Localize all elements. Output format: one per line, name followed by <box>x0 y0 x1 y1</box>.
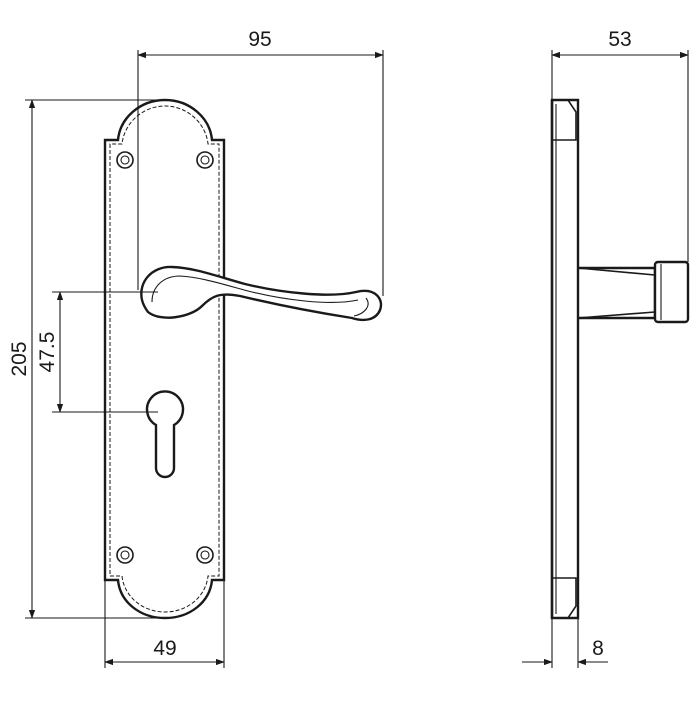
lever-handle-edge <box>151 275 359 303</box>
lever-neck-taper <box>577 267 656 319</box>
dim-label-53: 53 <box>608 28 631 51</box>
dim-overall-depth: 53 <box>551 28 689 262</box>
dimension-lines: 95 53 205 47.5 49 <box>8 28 689 668</box>
screw-hole-bottom-right <box>196 546 214 564</box>
screw-hole-top-right <box>196 151 214 169</box>
side-plate-bottom-bevel <box>552 577 577 619</box>
screw-hole-bottom-left <box>116 546 134 564</box>
dim-label-8: 8 <box>592 637 604 660</box>
dim-label-205: 205 <box>8 341 31 376</box>
backplate-outline <box>103 98 226 620</box>
dim-lever-to-keyhole: 47.5 <box>36 291 158 413</box>
screw-hole-top-left <box>116 151 134 169</box>
lever-neck <box>578 266 657 320</box>
side-view <box>550 98 690 620</box>
front-view <box>103 98 383 620</box>
backplate-bevel <box>109 105 220 613</box>
euro-keyhole <box>145 390 185 479</box>
dim-label-49: 49 <box>153 637 176 660</box>
lever-end-cap <box>653 260 690 324</box>
side-plate-top-bevel <box>552 99 577 141</box>
dim-label-95: 95 <box>248 28 271 51</box>
lever-handle-tip <box>353 297 369 317</box>
dim-plate-width: 49 <box>104 580 225 668</box>
dim-plate-thickness: 8 <box>522 618 608 668</box>
dim-plate-height: 205 <box>8 99 165 619</box>
lever-handle <box>140 265 383 322</box>
dim-label-47-5: 47.5 <box>36 332 59 373</box>
dim-handle-projection: 95 <box>137 28 384 296</box>
